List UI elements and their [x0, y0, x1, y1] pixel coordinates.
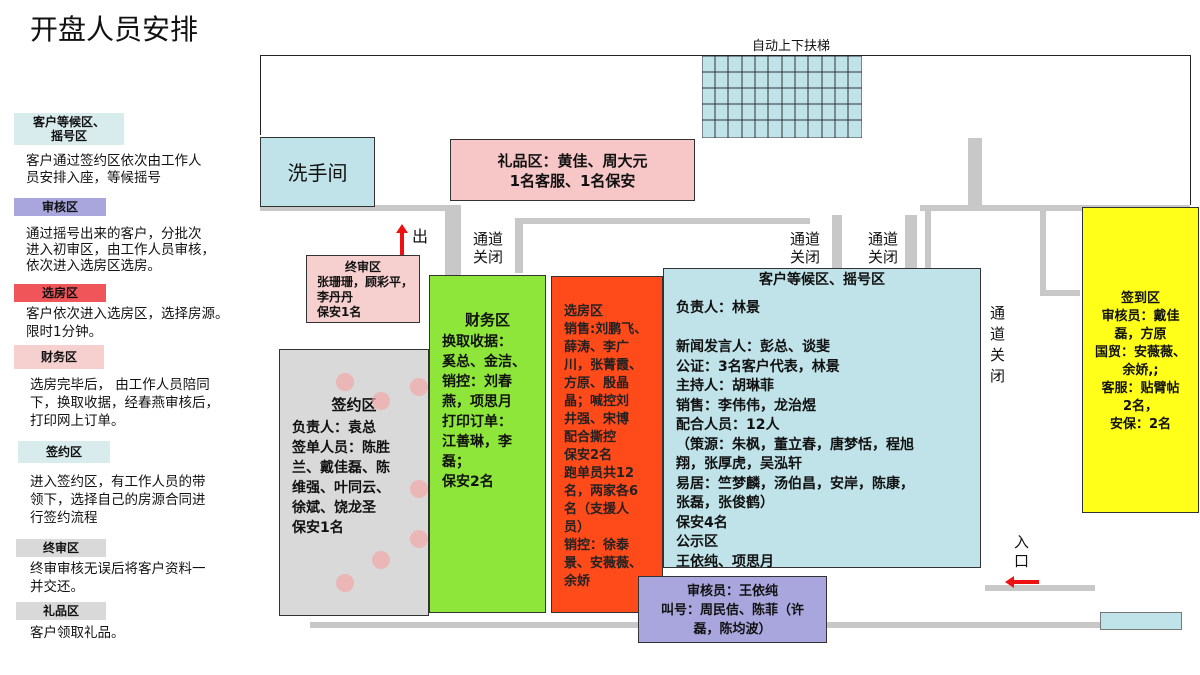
exit-arrow-icon — [396, 224, 408, 256]
page-title: 开盘人员安排 — [30, 13, 199, 46]
review-zone: 审核员：王依纯 叫号：周民佶、陈菲（许 磊，陈均波） — [638, 576, 827, 643]
wall-segment — [985, 585, 1095, 591]
waiting-zone-body: 负责人：林景 新闻发言人：彭总、谈斐 公证：3名客户代表，林景 主持人：胡琳菲 … — [676, 300, 914, 570]
wall-segment — [520, 218, 810, 224]
plan-left-line — [260, 55, 261, 135]
waiting-zone-title: 客户等候区、摇号区 — [759, 272, 885, 288]
checkin-zone: 签到区 审核员：戴佳 磊，方原 国贸：安薇薇、 余娇,; 客服：贴臂帖 2名， … — [1082, 207, 1199, 513]
wall-segment — [1040, 210, 1046, 290]
final-review-title: 终审区 — [344, 260, 381, 274]
signing-zone-body: 负责人：袁总 签单人员：陈胜 兰、戴佳磊、陈 维强、叶同云、 徐斌、饶龙圣 保安… — [292, 420, 390, 536]
wall-segment — [925, 205, 931, 295]
closed-passage-label: 通道 关闭 — [868, 230, 899, 266]
entrance-label: 入 口 — [1014, 533, 1030, 570]
entrance-block — [1100, 612, 1182, 630]
waiting-zone: 客户等候区、摇号区 负责人：林景 新闻发言人：彭总、谈斐 公证：3名客户代表，林… — [663, 268, 981, 570]
legend-desc-selection: 客户依次进入选房区，选择房源。 限时1分钟。 — [26, 306, 229, 340]
wall-segment — [1040, 290, 1080, 296]
seat-marker — [410, 378, 428, 396]
restroom: 洗手间 — [260, 137, 375, 207]
legend-tag-signing: 签约区 — [18, 441, 110, 463]
finance-zone: 财务区 换取收据： 奚总、金洁、 销控：刘春 燕，项思月 打印订单： 江善琳，李… — [429, 275, 546, 613]
exit-label: 出 — [412, 227, 429, 246]
plan-right-line — [1190, 55, 1191, 205]
wall-pillar — [905, 215, 917, 270]
closed-passage-label: 通道 关闭 — [473, 230, 504, 266]
legend-tag-review: 审核区 — [14, 198, 106, 216]
selection-zone: 选房区 销售:刘鹏飞、 薛涛、李广 川，张菁霞、 方原、殷晶 晶；喊控刘 井强、… — [551, 276, 663, 613]
seat-marker — [372, 551, 390, 569]
legend-desc-gift: 客户领取礼品。 — [30, 625, 125, 641]
wall-segment — [920, 205, 1190, 211]
legend-desc-waiting: 客户通过签约区依次由工作人 员安排入座，等候摇号 — [26, 153, 202, 186]
legend-tag-selection: 选房区 — [14, 284, 106, 302]
legend-desc-final: 终审审核无误后将客户资料一 并交还。 — [30, 561, 206, 595]
finance-zone-title: 财务区 — [464, 311, 510, 329]
signing-zone: 签约区 负责人：袁总 签单人员：陈胜 兰、戴佳磊、陈 维强、叶同云、 徐斌、饶龙… — [279, 349, 429, 616]
seat-marker — [410, 530, 428, 548]
wall-pillar — [968, 138, 982, 206]
final-review-zone: 终审区 张珊珊，顾彩平， 李丹丹 保安1名 — [306, 255, 420, 323]
signing-zone-title: 签约区 — [331, 396, 377, 414]
selection-zone-body: 销售:刘鹏飞、 薛涛、李广 川，张菁霞、 方原、殷晶 晶；喊控刘 井强、宋博 配… — [564, 322, 648, 589]
legend-tag-finance: 财务区 — [14, 345, 104, 369]
escalator-grid — [702, 56, 862, 138]
selection-zone-title: 选房区 — [564, 304, 604, 319]
seat-marker — [410, 480, 428, 498]
gift-zone: 礼品区：黄佳、周大元 1名客服、1名保安 — [450, 139, 695, 201]
entrance-arrow-icon — [1005, 576, 1039, 588]
wall-segment — [260, 205, 460, 211]
legend-tag-gift: 礼品区 — [16, 602, 106, 620]
seat-marker — [372, 392, 390, 410]
finance-zone-body: 换取收据： 奚总、金洁、 销控：刘春 燕，项思月 打印订单： 江善琳，李 磊； … — [442, 334, 526, 490]
wall-pillar — [445, 205, 461, 275]
legend-desc-finance: 选房完毕后， 由工作人员陪同 下，换取收据，经春燕审核后， 打印网上订单。 — [30, 377, 219, 429]
legend-tag-final: 终审区 — [16, 539, 106, 557]
legend-tag-waiting: 客户等候区、 摇号区 — [14, 113, 124, 145]
seat-marker — [336, 574, 354, 592]
escalator-label: 自动上下扶梯 — [752, 39, 831, 54]
legend-desc-signing: 进入签约区，有工作人员的带 领下，选择自己的房源合同进 行签约流程 — [30, 474, 206, 526]
final-review-body: 张珊珊，顾彩平， 李丹丹 保安1名 — [317, 275, 414, 319]
wall-pillar — [515, 218, 523, 273]
closed-passage-label: 通道 关闭 — [790, 230, 821, 266]
legend-desc-review: 通过摇号出来的客户，分批次 进入初审区，由工作人员审核， 依次进入选房区选房。 — [26, 226, 215, 274]
wall-pillar — [832, 215, 842, 270]
seat-marker — [336, 373, 354, 391]
closed-passage-label: 通 道 关 闭 — [990, 304, 1006, 385]
